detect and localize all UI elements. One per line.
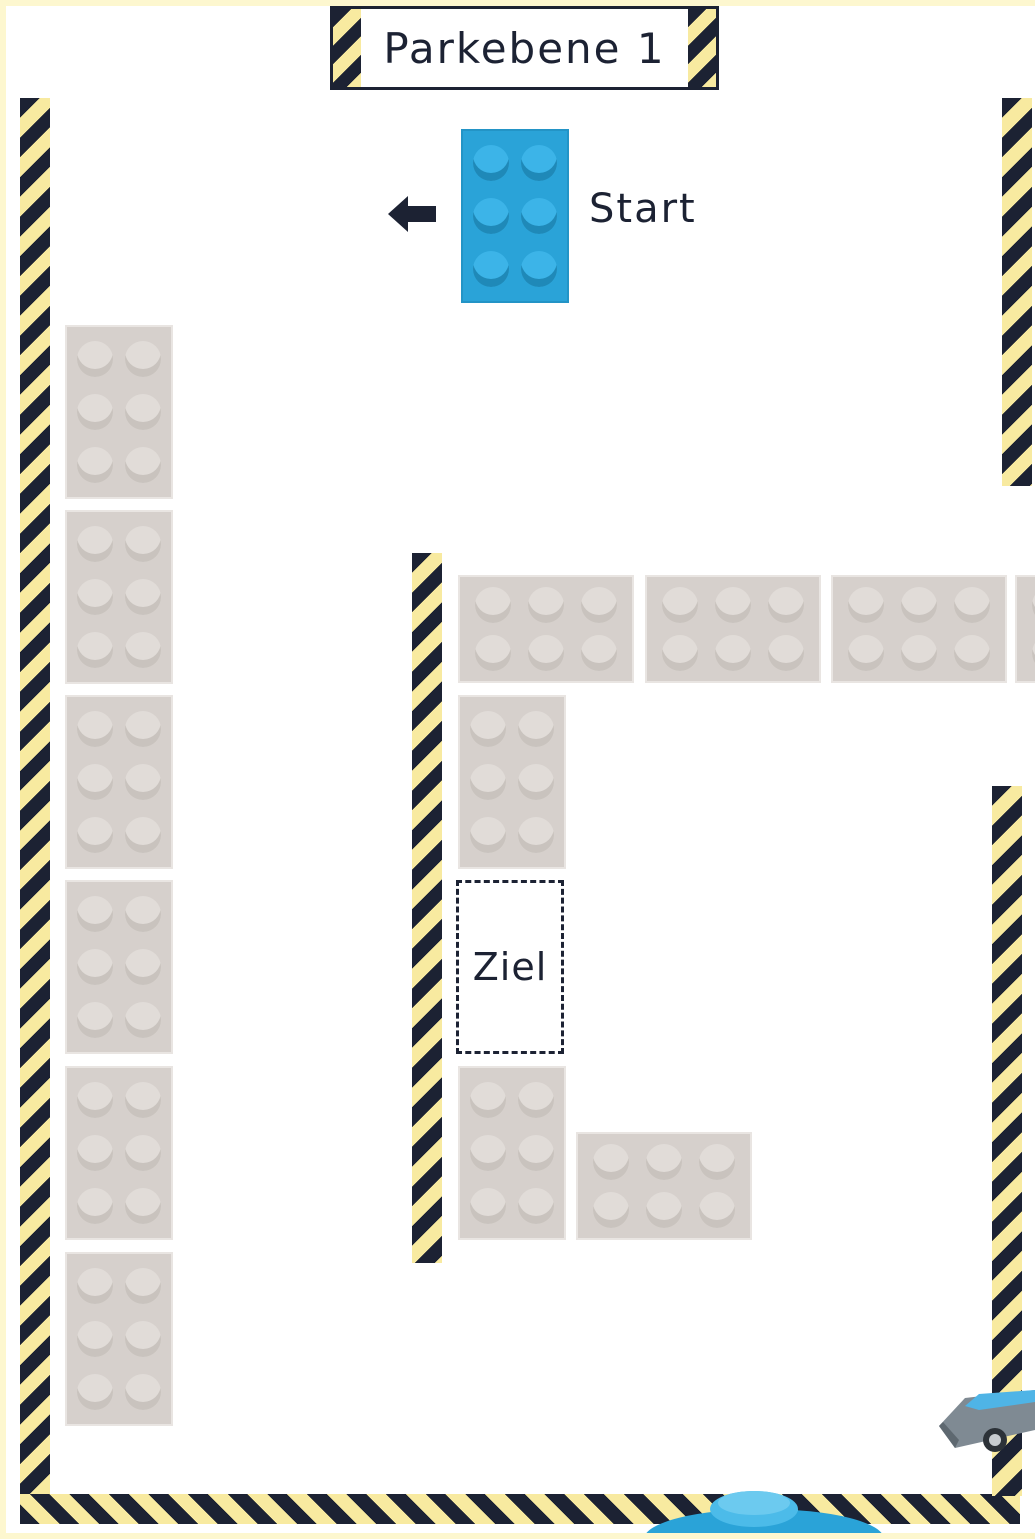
title-sign-stripe-right: [688, 9, 716, 87]
left-arrow-icon: [386, 194, 438, 234]
parked-brick-row-3: [831, 575, 1007, 683]
parked-brick-left-4: [65, 880, 173, 1054]
parked-brick-left-1: [65, 325, 173, 499]
parked-brick-row-4: [1015, 575, 1035, 683]
hazard-wall-inner: [412, 553, 442, 1263]
blue-button-decoration-icon: [634, 1483, 894, 1533]
parked-brick-row-1: [458, 575, 634, 683]
start-label: Start: [589, 186, 697, 232]
parking-level-board: Parkebene 1 Start: [6, 6, 1035, 1533]
parked-brick-inner-lower: [458, 1066, 566, 1240]
parked-brick-left-3: [65, 695, 173, 869]
hazard-wall-left: [20, 98, 50, 1502]
level-title: Parkebene 1: [361, 9, 688, 87]
level-title-sign: Parkebene 1: [330, 6, 719, 90]
parked-brick-inner-upper: [458, 695, 566, 869]
parked-brick-bottom-row: [576, 1132, 752, 1240]
parked-brick-left-2: [65, 510, 173, 684]
parked-brick-row-2: [645, 575, 821, 683]
player-car-brick[interactable]: [461, 129, 569, 303]
target-parking-slot: Ziel: [456, 880, 564, 1054]
car-icon: [935, 1376, 1035, 1456]
parked-brick-left-6: [65, 1252, 173, 1426]
hazard-wall-right-top: [1002, 98, 1032, 486]
title-sign-stripe-left: [333, 9, 361, 87]
parked-brick-left-5: [65, 1066, 173, 1240]
